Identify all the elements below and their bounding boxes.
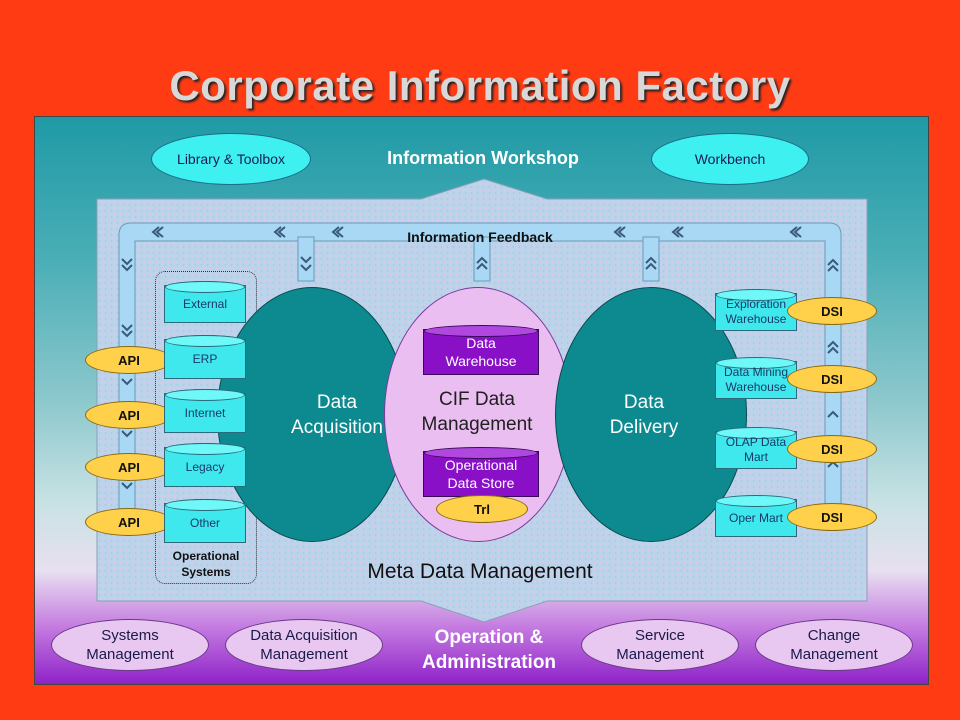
operational-systems-label: Operational Systems (172, 549, 240, 579)
data-warehouse-cylinder: Data Warehouse (423, 325, 539, 375)
library-toolbox-label: Library & Toolbox (177, 151, 285, 167)
internet-cylinder-front: Internet (164, 389, 246, 433)
erp-cylinder-front: ERP (164, 335, 246, 379)
library-toolbox-ellipse: Library & Toolbox (151, 133, 311, 185)
ods-line1: Operational (444, 457, 518, 473)
diagram-frame: Library & Toolbox Information Workshop W… (34, 116, 929, 685)
dsi-oval: DSI (787, 365, 877, 393)
operation-administration-label: Operation & Administration (421, 627, 557, 673)
acquisition-line2: Acquisition (291, 416, 383, 438)
trl-oval: Trl (436, 495, 528, 523)
workbench-ellipse: Workbench (651, 133, 809, 185)
dsi-oval: DSI (787, 503, 877, 531)
dsi-oval: DSI (787, 435, 877, 463)
pipe-chevrons (121, 226, 839, 490)
delivery-line1: Data (623, 391, 665, 413)
data-acquisition-ellipse: Data Acquisition (217, 287, 407, 542)
delivery-line2: Delivery (609, 416, 679, 438)
external-cylinder-front: External (164, 281, 246, 323)
dsi-oval: DSI (787, 297, 877, 325)
page-title: Corporate Information Factory (169, 62, 791, 109)
warehouse-line1: Data (466, 335, 496, 351)
warehouse-line2: Warehouse (445, 353, 517, 369)
ods-cylinder: Operational Data Store (423, 447, 539, 497)
meta-data-label: Meta Data Management (367, 560, 593, 583)
feedback-label: Information Feedback (407, 229, 553, 245)
api-oval: API (85, 346, 173, 374)
cif-label: CIF Data Management (421, 389, 533, 435)
other-cylinder-front: Other (164, 499, 246, 543)
workshop-title: Information Workshop (387, 148, 579, 168)
workbench-label: Workbench (694, 151, 766, 167)
api-oval: API (85, 401, 173, 429)
oper-mart-cylinder: Oper Mart (715, 495, 797, 537)
acquisition-line1: Data (316, 391, 358, 413)
api-oval: API (85, 508, 173, 536)
ods-line2: Data Store (447, 475, 515, 491)
legacy-cylinder-front: Legacy (164, 443, 246, 487)
api-oval: API (85, 453, 173, 481)
